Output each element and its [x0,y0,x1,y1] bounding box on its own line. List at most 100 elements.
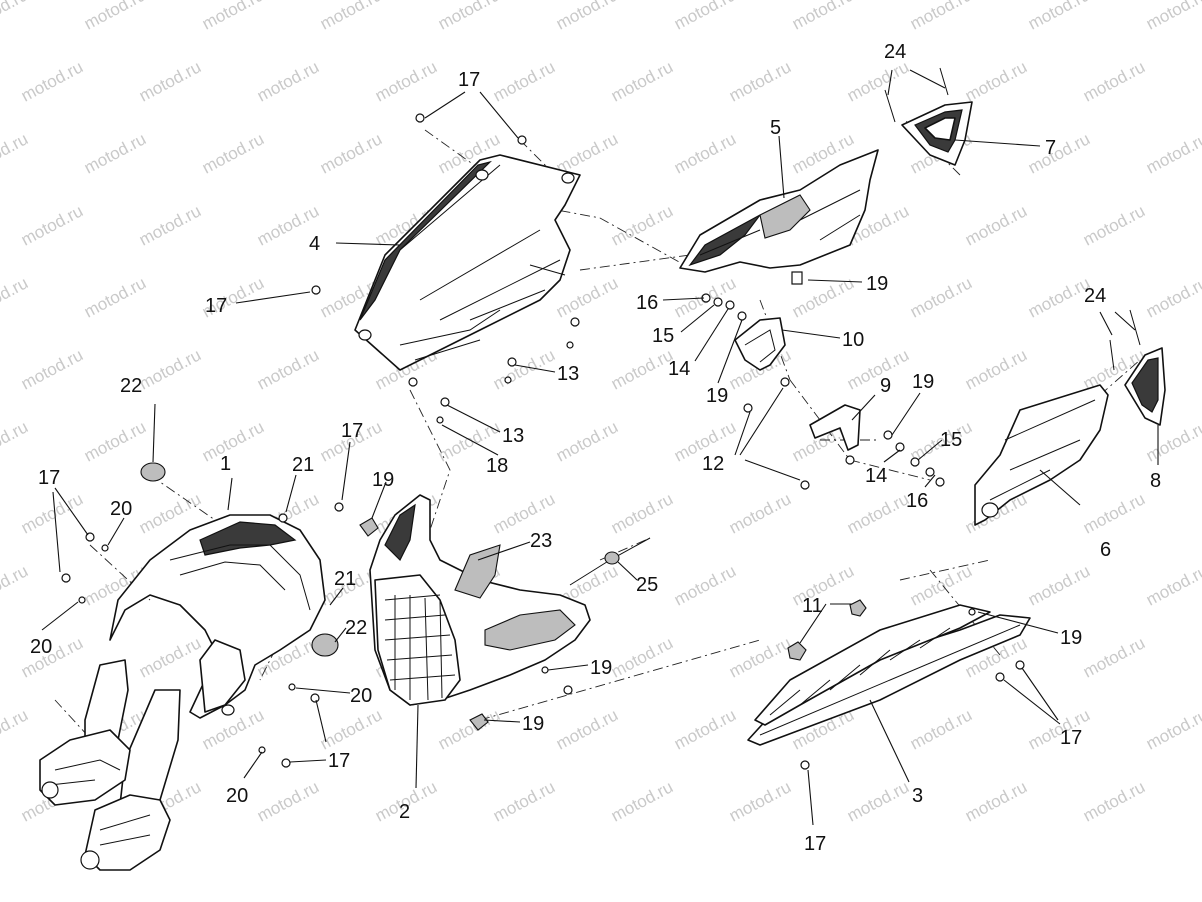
callout-24-right: 24 [1084,285,1106,307]
callout-14-upper: 14 [668,358,690,380]
watermark-text: motod.ru [907,273,975,321]
callout-7: 7 [1045,137,1056,159]
part-10-bracket [734,317,786,371]
watermark-text: motod.ru [199,0,267,34]
watermark-text: motod.ru [844,777,912,825]
callout-4: 4 [309,233,320,255]
watermark-text: motod.ru [0,705,31,753]
callout-17-center: 17 [341,420,363,442]
callout-17-far-left: 17 [38,467,60,489]
watermark-text: motod.ru [608,201,676,249]
callout-15-lower: 15 [940,429,962,451]
watermark-text: motod.ru [1143,417,1202,465]
callout-3: 3 [912,785,923,807]
part-11-clips [787,599,867,661]
callout-19-bracket: 19 [706,385,728,407]
watermark-text: motod.ru [1025,0,1093,34]
watermark-text: motod.ru [18,57,86,105]
watermark-text: motod.ru [907,705,975,753]
watermark-text: motod.ru [1080,777,1148,825]
callout-19-floor: 19 [1060,627,1082,649]
callout-11: 11 [802,595,823,617]
watermark-text: motod.ru [671,561,739,609]
watermark-text: motod.ru [254,57,322,105]
callout-13-upper: 13 [557,363,579,385]
watermark-text: motod.ru [726,777,794,825]
callout-19-shield: 19 [590,657,612,679]
watermark-text: motod.ru [317,705,385,753]
watermark-text: motod.ru [0,0,31,34]
watermark-text: motod.ru [136,57,204,105]
watermark-text: motod.ru [254,345,322,393]
watermark-text: motod.ru [726,489,794,537]
watermark-text: motod.ru [608,345,676,393]
callout-16-lower: 16 [906,490,928,512]
watermark-text: motod.ru [0,417,31,465]
callout-17-fender-low: 17 [328,750,350,772]
watermark-text: motod.ru [608,57,676,105]
callout-19-top-right: 19 [866,273,888,295]
callout-20-left: 20 [30,636,52,658]
callout-labels: 1 2 3 4 5 6 7 8 9 10 11 12 13 13 14 14 1… [30,41,1161,855]
leader-lines [41,69,1159,826]
watermark-text: motod.ru [435,705,503,753]
callout-17-left-panel: 17 [205,295,227,317]
watermark-text: motod.ru [1143,273,1202,321]
watermark-text: motod.ru [789,0,857,34]
callout-13-lower: 13 [502,425,524,447]
watermark-text: motod.ru [553,0,621,34]
watermark-text: motod.ru [1080,633,1148,681]
watermark-text: motod.ru [608,489,676,537]
watermark-text: motod.ru [136,201,204,249]
callout-9: 9 [880,375,891,397]
part-7-trim [901,101,973,166]
watermark-text: motod.ru [18,201,86,249]
part-8-trim [1124,347,1166,426]
watermark-text: motod.ru [0,561,31,609]
watermark-text: motod.ru [1143,705,1202,753]
watermark-text: motod.ru [962,777,1030,825]
watermark-text: motod.ru [199,417,267,465]
part-5-upper-cover [679,149,879,273]
watermark-text: motod.ru [962,201,1030,249]
watermark-text: motod.ru [671,705,739,753]
callout-8: 8 [1150,470,1161,492]
watermark-text: motod.ru [317,129,385,177]
watermark-text: motod.ru [1025,561,1093,609]
callout-5: 5 [770,117,781,139]
callout-1: 1 [220,453,231,475]
watermark-text: motod.ru [553,705,621,753]
watermark-text: motod.ru [18,345,86,393]
watermark-text: motod.ru [490,777,558,825]
watermark-text: motod.ru [254,777,322,825]
watermark-text: motod.ru [1025,273,1093,321]
callout-23: 23 [530,530,552,552]
watermark-text: motod.ru [81,273,149,321]
part-9-bracket [809,404,861,451]
watermark-text: motod.ru [18,489,86,537]
watermark-text: motod.ru [81,417,149,465]
watermark-text: motod.ru [81,0,149,34]
watermark-text: motod.ru [844,57,912,105]
part-2-inner-shield [369,494,591,706]
callout-20-bottom: 20 [226,785,248,807]
watermark-text: motod.ru [1080,489,1148,537]
callout-21-upper: 21 [292,454,314,476]
part-23-label [454,544,501,599]
watermark-text: motod.ru [844,489,912,537]
watermark-text: motod.ru [962,345,1030,393]
callout-15-upper: 15 [652,325,674,347]
callout-12: 12 [702,453,724,475]
watermark-text: motod.ru [1025,129,1093,177]
part-25-cable [569,537,651,586]
watermark-text: motod.ru [608,777,676,825]
callout-16-upper: 16 [636,292,658,314]
part-22-grommets [140,462,339,657]
watermark-text: motod.ru [789,561,857,609]
watermark-text: motod.ru [726,57,794,105]
watermark-text: motod.ru [671,129,739,177]
watermark-text: motod.ru [553,417,621,465]
watermark-text: motod.ru [490,57,558,105]
watermark-text: motod.ru [136,633,204,681]
watermark-text: motod.ru [726,633,794,681]
